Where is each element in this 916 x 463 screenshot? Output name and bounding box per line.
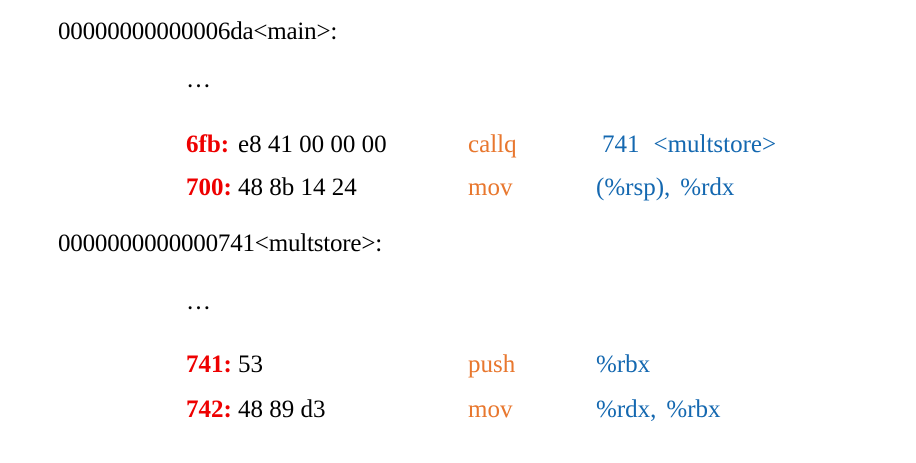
instruction-row: 6fb: e8 41 00 00 00 callq 741 <multstore> bbox=[0, 125, 916, 165]
instruction-address: 742: bbox=[186, 396, 232, 423]
elided-instructions-row: … bbox=[0, 288, 916, 328]
operand-separator: , bbox=[650, 396, 657, 423]
instruction-row: 741:53 push %rbx bbox=[0, 345, 916, 385]
operand-first: %rbx bbox=[596, 351, 651, 378]
operand-first: 741 bbox=[602, 131, 640, 158]
instruction-mnemonic: mov bbox=[468, 174, 513, 201]
operand-second: %rbx bbox=[666, 396, 721, 423]
call-target-symbol: <multstore> bbox=[653, 131, 777, 158]
function-header-text: 00000000000006da<main>: bbox=[58, 18, 338, 45]
instruction-row: 700:48 8b 14 24 mov (%rsp), %rdx bbox=[0, 168, 916, 208]
function-header-row: 0000000000000741<multstore>: bbox=[0, 230, 916, 270]
instruction-address: 700: bbox=[186, 174, 232, 201]
instruction-operands: %rdx, %rbx bbox=[596, 390, 721, 430]
machine-code-bytes: 53 bbox=[238, 351, 263, 378]
machine-code-bytes: e8 41 00 00 00 bbox=[238, 131, 387, 158]
instruction-mnemonic: push bbox=[468, 351, 516, 378]
operand-first: (%rsp) bbox=[596, 174, 665, 201]
machine-code-bytes: 48 8b 14 24 bbox=[238, 174, 357, 201]
instruction-mnemonic: callq bbox=[468, 131, 517, 158]
ellipsis-text: … bbox=[186, 66, 213, 93]
elided-instructions-row: … bbox=[0, 66, 916, 106]
ellipsis-text: … bbox=[186, 288, 213, 315]
function-header-row: 00000000000006da<main>: bbox=[0, 18, 916, 58]
instruction-operands: 741 <multstore> bbox=[596, 125, 776, 165]
operand-first: %rdx bbox=[596, 396, 651, 423]
instruction-operands: (%rsp), %rdx bbox=[596, 168, 734, 208]
instruction-row: 742:48 89 d3 mov %rdx, %rbx bbox=[0, 390, 916, 430]
operand-second: %rdx bbox=[680, 174, 735, 201]
instruction-operands: %rbx bbox=[596, 345, 650, 385]
instruction-mnemonic: mov bbox=[468, 396, 513, 423]
instruction-address: 741: bbox=[186, 351, 232, 378]
function-header-text: 0000000000000741<multstore>: bbox=[58, 230, 382, 257]
operand-separator: , bbox=[664, 174, 671, 201]
machine-code-bytes: 48 89 d3 bbox=[238, 396, 326, 423]
instruction-address: 6fb: bbox=[186, 131, 230, 158]
